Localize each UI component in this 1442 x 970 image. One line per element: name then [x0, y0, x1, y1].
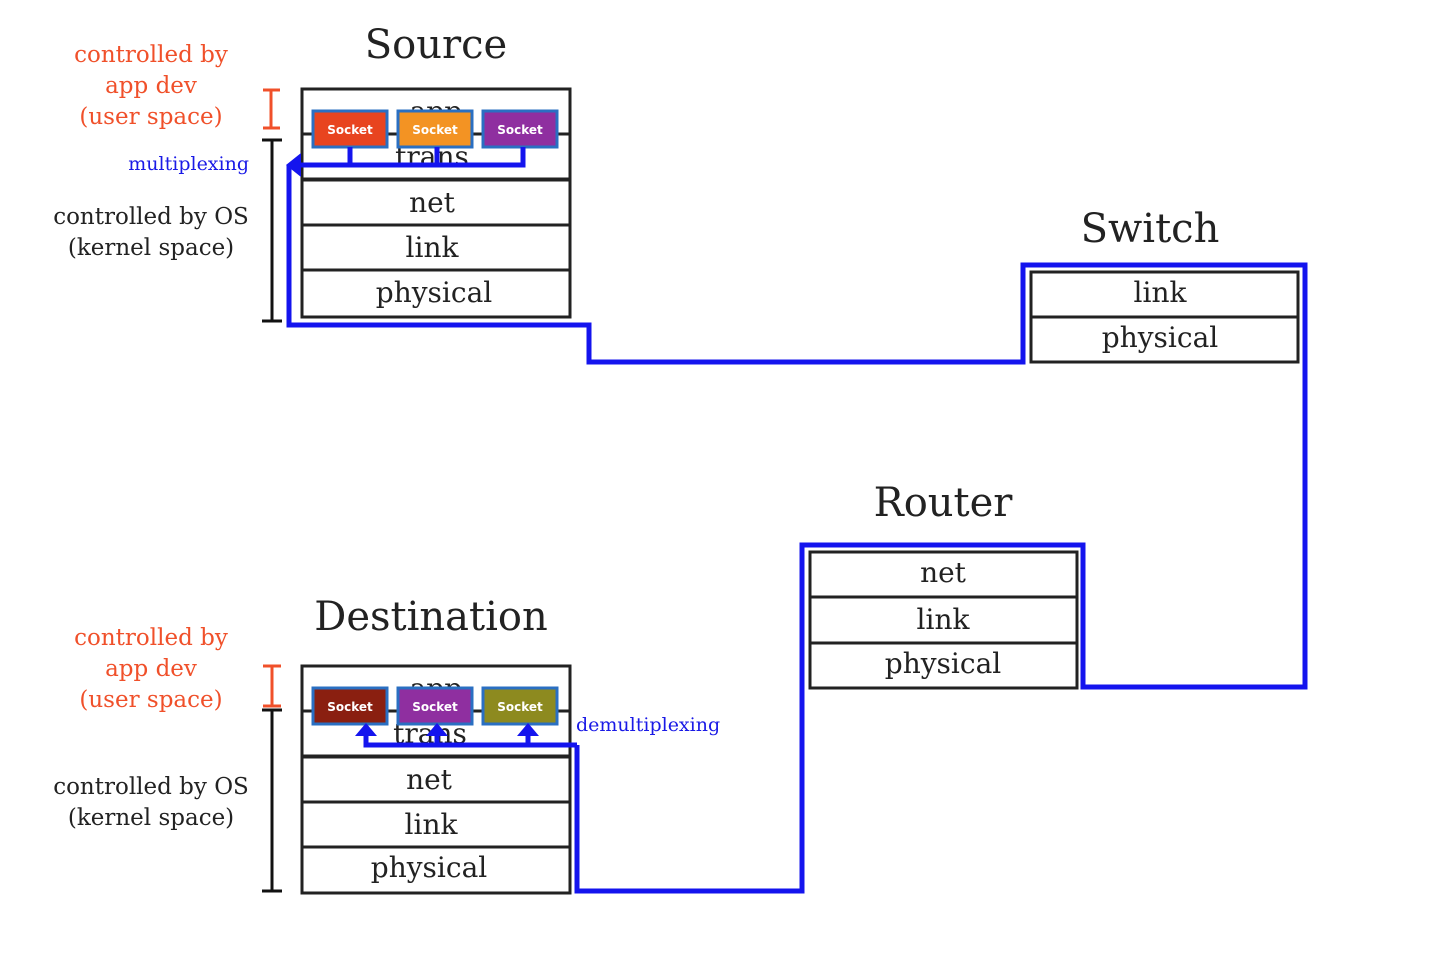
svg-text:(kernel space): (kernel space) — [68, 235, 234, 261]
arrow-left-icon — [286, 153, 301, 177]
router-layer-physical — [808, 641, 1079, 690]
destination-layer-physical-label: physical — [371, 851, 487, 884]
source-host: Source app trans net link physical Socke… — [53, 22, 572, 323]
destination-host: Destination app trans net link physical … — [53, 594, 720, 895]
destination-layer-link — [300, 800, 572, 849]
destination-socket-label: Socket — [497, 700, 543, 714]
source-layer-net-label: net — [409, 186, 456, 219]
switch-title: Switch — [1081, 206, 1220, 252]
svg-text:controlled by OS: controlled by OS — [53, 774, 249, 800]
destination-kernel-space-label: controlled by OS (kernel space) — [53, 774, 249, 831]
source-kernel-space-label: controlled by OS (kernel space) — [53, 204, 249, 261]
arrow-up-icon — [355, 723, 377, 736]
destination-user-space-label: controlled by app dev (user space) — [74, 625, 228, 713]
source-layer-physical-label: physical — [376, 276, 492, 309]
source-socket-box — [481, 109, 559, 149]
source-socket[interactable]: Socket — [396, 109, 474, 149]
svg-text:(user space): (user space) — [79, 687, 222, 713]
switch-device: Switch link physical — [1029, 206, 1300, 364]
destination-layer-physical — [300, 845, 572, 895]
data-route-path — [286, 165, 1308, 894]
source-kernel-space-bracket — [262, 138, 282, 323]
source-user-space-label: controlled by app dev (user space) — [74, 42, 228, 130]
svg-text:(kernel space): (kernel space) — [68, 805, 234, 831]
destination-user-space-bracket — [263, 664, 281, 708]
source-socket[interactable]: Socket — [481, 109, 559, 149]
destination-socket[interactable]: Socket — [481, 686, 559, 726]
source-socket-label: Socket — [327, 123, 373, 137]
destination-sockets: Socket Socket Socket — [311, 686, 559, 726]
router-layer-link — [808, 595, 1079, 645]
router-layer-net — [808, 550, 1079, 599]
arrow-up-icon — [426, 723, 448, 736]
router-title: Router — [874, 480, 1014, 526]
source-socket-label: Socket — [412, 123, 458, 137]
source-socket[interactable]: Socket — [311, 109, 389, 149]
switch-layer-link — [1029, 270, 1300, 319]
destination-layer-link-label: link — [405, 808, 459, 841]
source-layer-net — [300, 178, 572, 227]
arrow-up-icon — [517, 723, 539, 736]
source-layer-link — [300, 223, 572, 272]
source-socket-box — [396, 109, 474, 149]
destination-layer-net-label: net — [406, 763, 453, 796]
destination-socket-label: Socket — [327, 700, 373, 714]
router-layer-link-label: link — [917, 603, 971, 636]
svg-text:controlled by: controlled by — [74, 42, 228, 68]
multiplexing-arrows — [286, 147, 526, 177]
svg-text:controlled by OS: controlled by OS — [53, 204, 249, 230]
source-sockets: Socket Socket Socket — [311, 109, 559, 149]
destination-title: Destination — [314, 594, 547, 640]
destination-socket-box — [396, 686, 474, 726]
svg-text:app dev: app dev — [105, 73, 197, 99]
switch-layer-physical-label: physical — [1102, 321, 1218, 354]
destination-socket-box — [311, 686, 389, 726]
source-layer-link-label: link — [406, 231, 460, 264]
source-title: Source — [365, 22, 507, 68]
router-layer-net-label: net — [920, 556, 967, 589]
svg-text:controlled by: controlled by — [74, 625, 228, 651]
destination-socket[interactable]: Socket — [311, 686, 389, 726]
svg-text:(user space): (user space) — [79, 104, 222, 130]
destination-socket-label: Socket — [412, 700, 458, 714]
switch-layer-physical — [1029, 315, 1300, 364]
source-socket-box — [311, 109, 389, 149]
destination-socket-box — [481, 686, 559, 726]
destination-kernel-space-bracket — [262, 708, 282, 893]
source-layer-physical — [300, 268, 572, 319]
source-socket-label: Socket — [497, 123, 543, 137]
source-user-space-bracket — [263, 88, 280, 130]
multiplexing-label: multiplexing — [128, 153, 249, 175]
router-layer-physical-label: physical — [885, 647, 1001, 680]
destination-socket[interactable]: Socket — [396, 686, 474, 726]
demultiplexing-label: demultiplexing — [576, 714, 720, 736]
switch-layer-link-label: link — [1134, 276, 1188, 309]
svg-text:app dev: app dev — [105, 656, 197, 682]
destination-layer-net — [300, 755, 572, 804]
demultiplexing-arrows — [355, 723, 577, 748]
router-device: Router net link physical — [808, 480, 1079, 690]
